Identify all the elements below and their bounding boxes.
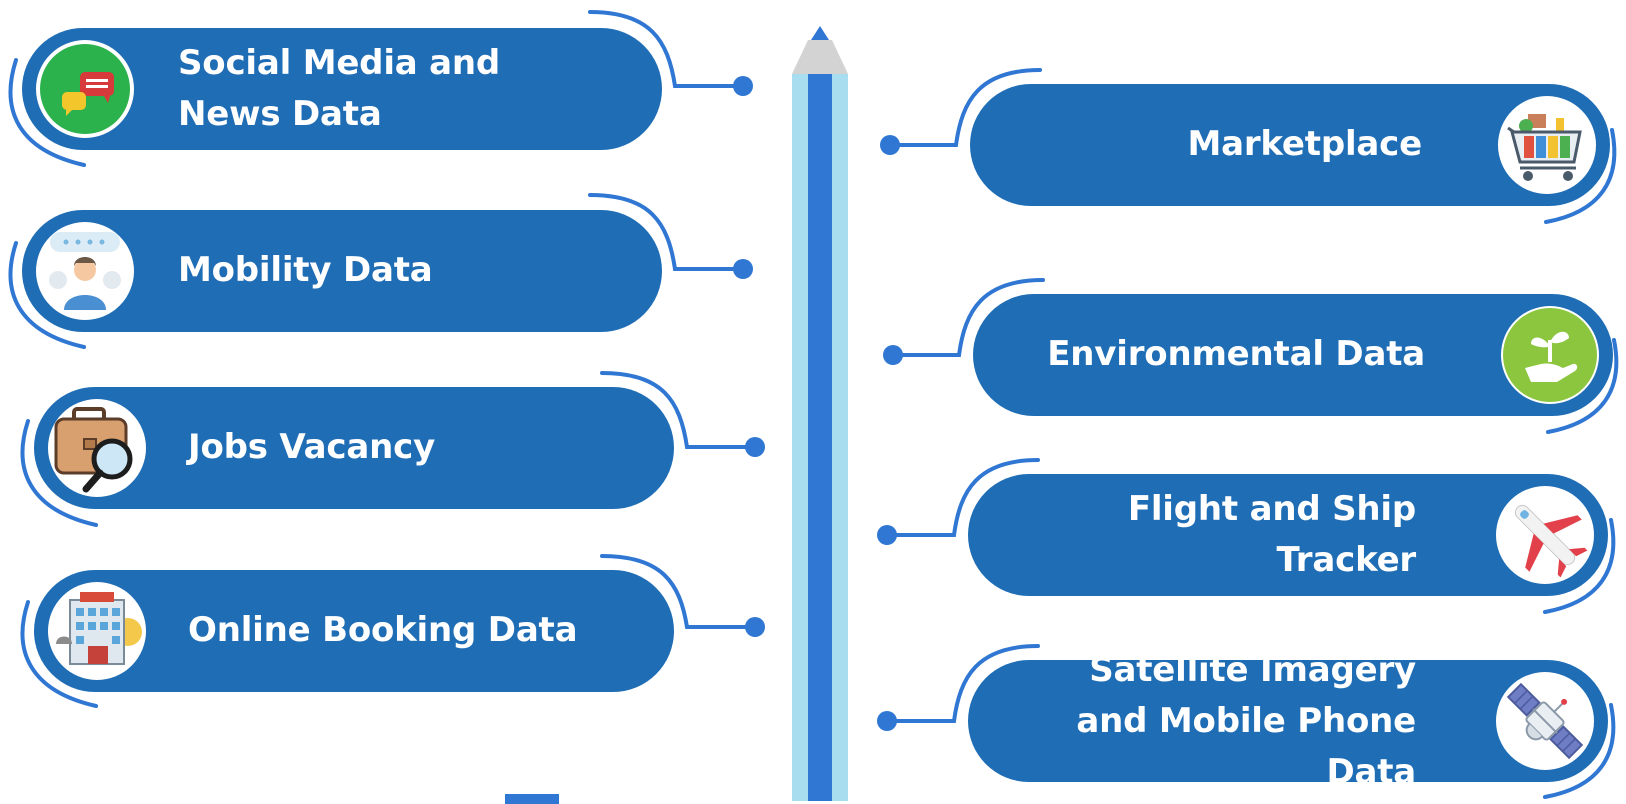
swoosh-environmental [1546,338,1619,434]
connector-jobs [600,371,757,449]
item-satellite: Satellite Imagery and Mobile Phone Data [968,650,1608,792]
swoosh-social [8,58,86,167]
chat-bubbles-icon [36,40,134,138]
pencil-body-core [808,74,832,801]
connector-booking [600,554,757,629]
pencil-lead [811,26,829,40]
person-crowd-icon [36,222,134,320]
connector-satellite [885,644,1040,723]
connector-flight [885,458,1040,537]
connector-dot-social [733,76,753,96]
connector-dot-environmental [883,345,903,365]
swoosh-booking [20,600,98,708]
item-label: Environmental Data [1047,334,1425,374]
item-label: Social Media and News Data [178,43,501,134]
swoosh-marketplace [1544,128,1617,224]
bottom-edge-tab [505,794,559,804]
swoosh-satellite [1543,703,1616,799]
shopping-cart-icon [1498,96,1596,194]
item-label: Satellite Imagery and Mobile Phone Data [1076,650,1416,792]
item-jobs-vacancy: Jobs Vacancy [34,387,674,509]
item-environmental: Environmental Data [973,294,1613,416]
connector-dot-booking [745,617,765,637]
connector-dot-marketplace [880,135,900,155]
plant-hand-icon [1501,306,1599,404]
airplane-icon [1496,486,1594,584]
connector-dot-flight [877,525,897,545]
item-label: Online Booking Data [188,610,578,650]
item-social-media: Social Media and News Data [22,28,662,150]
pencil-tip [792,40,848,74]
item-online-booking: Online Booking Data [34,570,674,692]
left-connectors [8,10,765,708]
item-label: Mobility Data [178,250,433,290]
swoosh-mobility [8,241,86,349]
pencil-timeline [792,26,848,801]
connector-dot-jobs [745,437,765,457]
item-mobility: Mobility Data [22,210,662,332]
item-flight-ship: Flight and Ship Tracker [968,474,1608,596]
swoosh-jobs [20,419,98,527]
briefcase-search-icon [48,399,146,497]
swoosh-flight [1543,518,1616,614]
connector-mobility [588,193,745,271]
connector-marketplace [888,68,1042,147]
connector-social [588,10,745,88]
item-label: Flight and Ship Tracker [1127,489,1416,580]
connector-dot-mobility [733,259,753,279]
right-connectors [877,68,1619,799]
satellite-icon [1496,672,1594,770]
connector-environmental [891,278,1045,357]
connector-dot-satellite [877,711,897,731]
hotel-icon [48,582,146,680]
item-label: Marketplace [1187,124,1422,164]
item-label: Jobs Vacancy [188,427,436,467]
item-marketplace: Marketplace [970,84,1610,206]
